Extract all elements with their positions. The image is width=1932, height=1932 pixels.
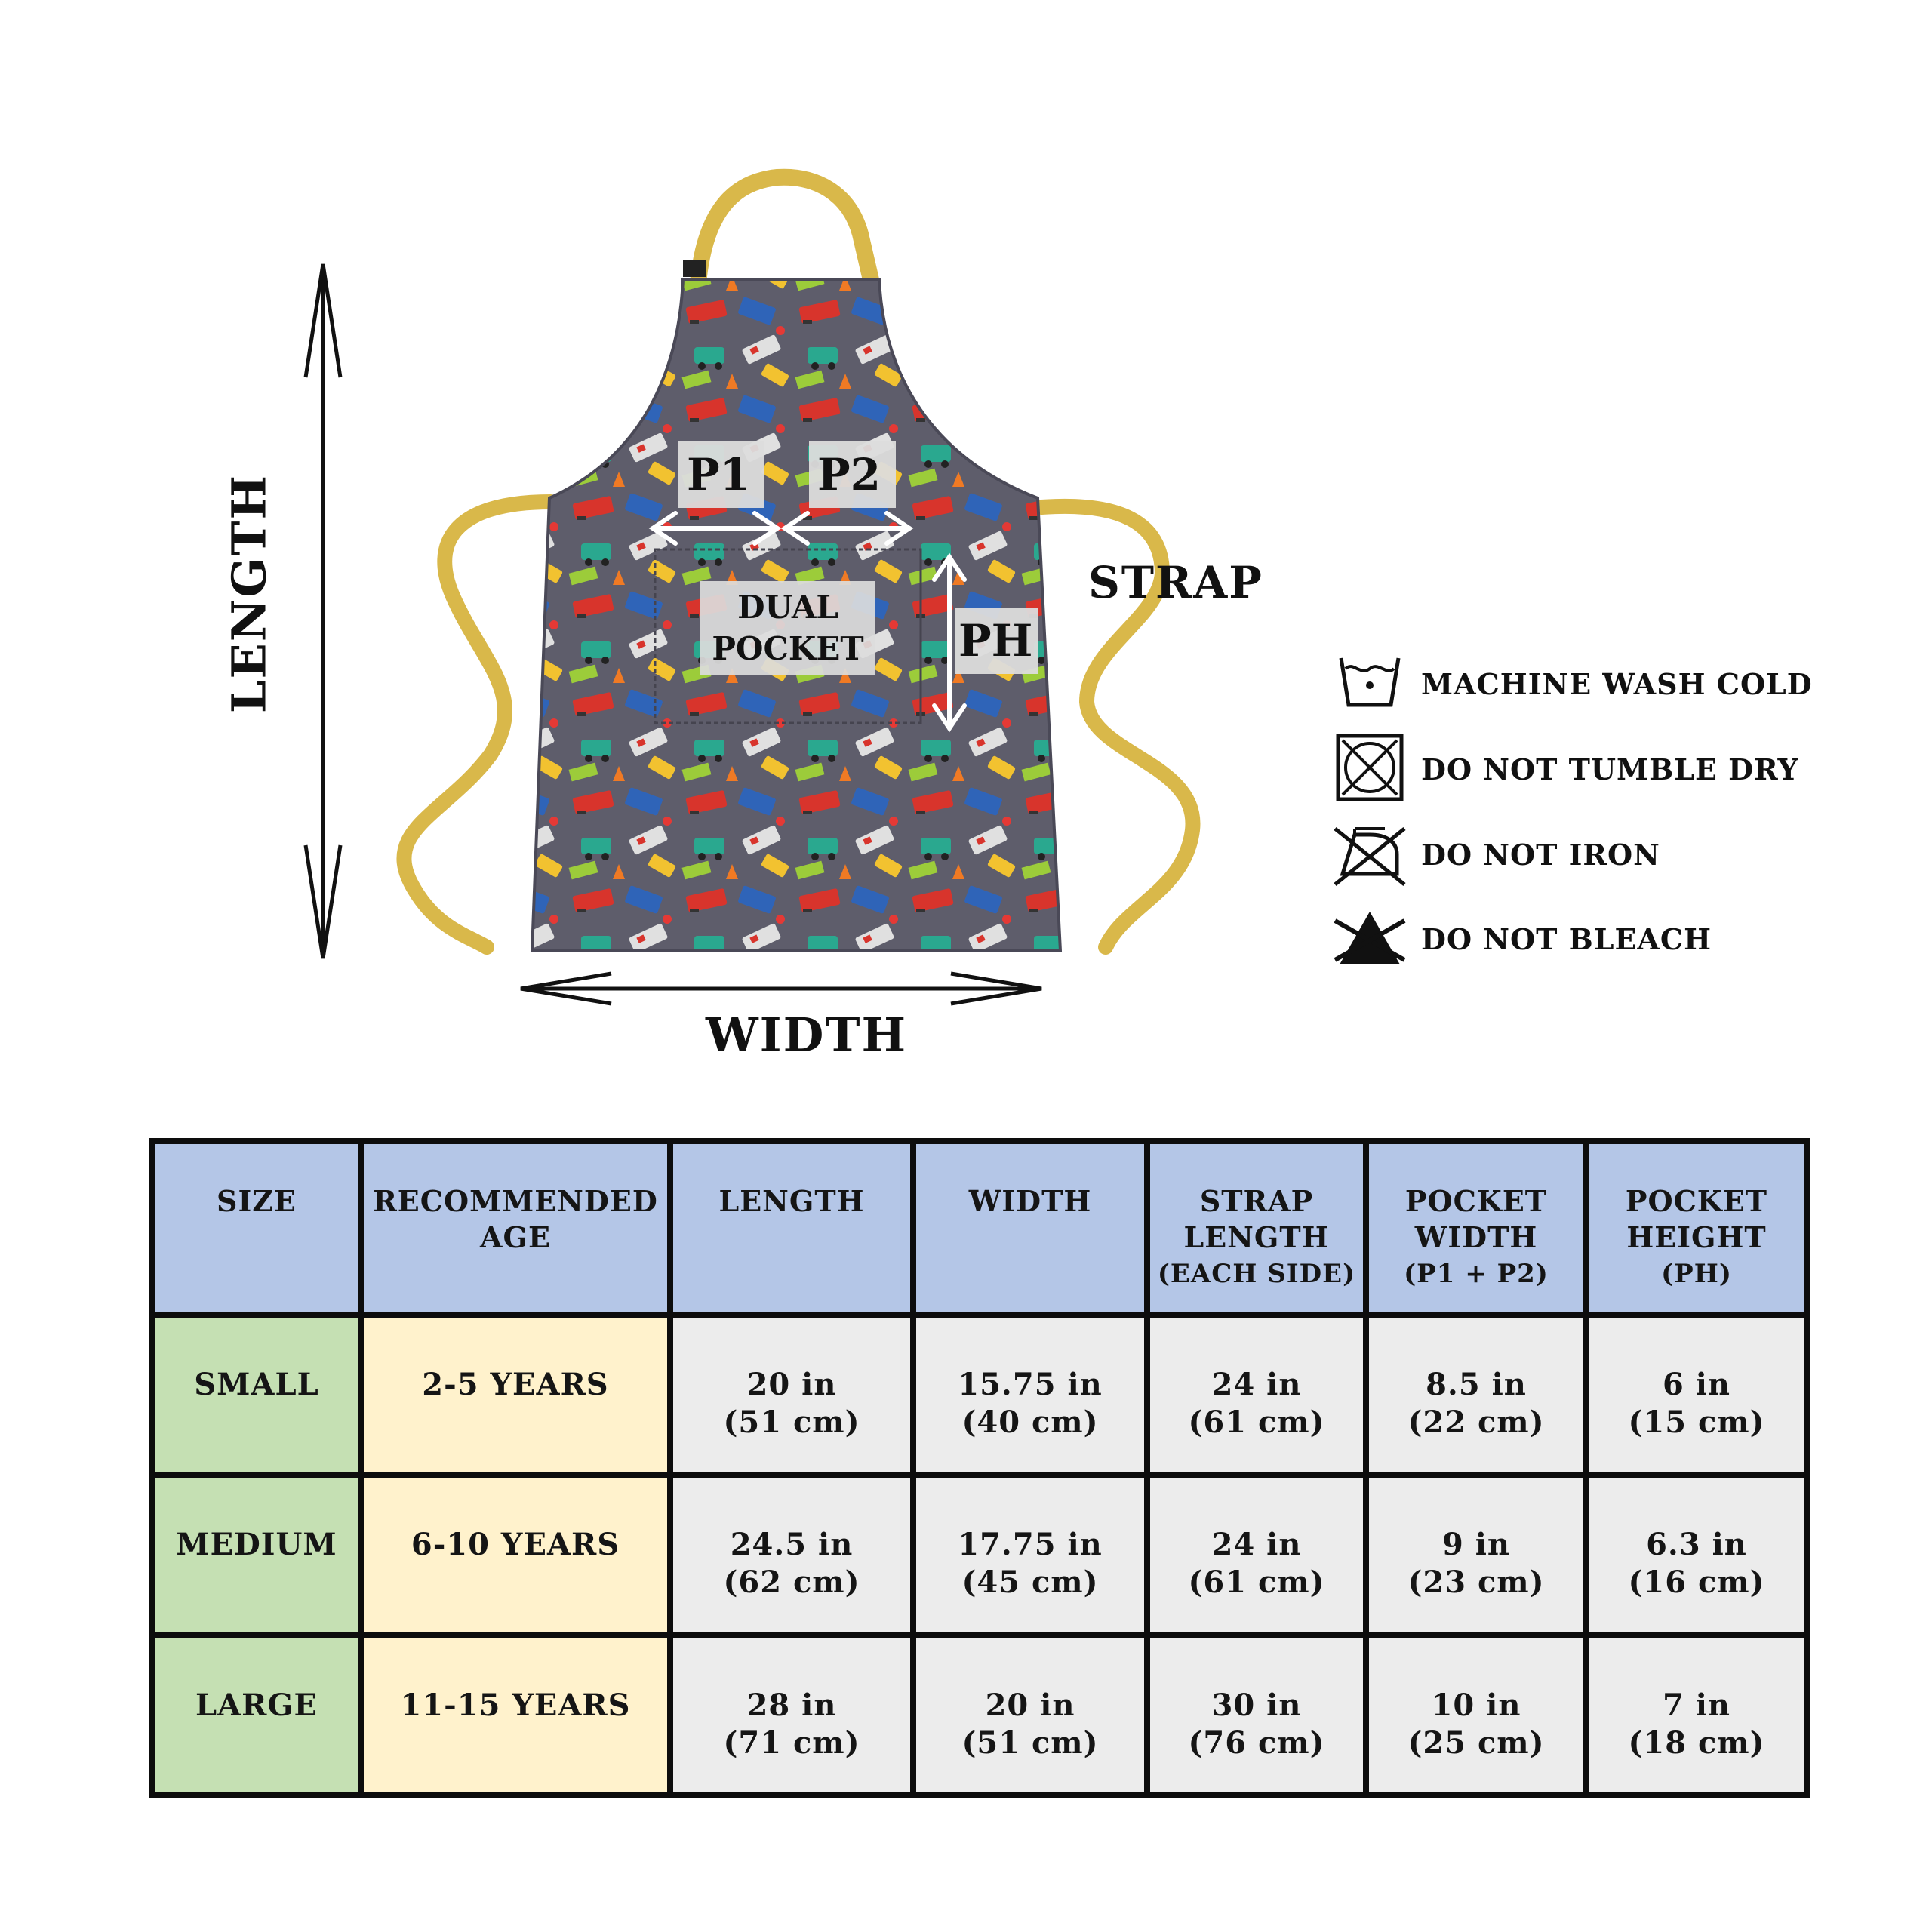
apron-diagram: LENGTH WIDTH STRAP P1 P2 PH DUAL POCKET <box>221 168 1263 1063</box>
neck-strap <box>690 168 880 291</box>
age-cell: 6-10 YEARS <box>358 1472 673 1638</box>
care-text: MACHINE WASH COLD <box>1421 667 1813 701</box>
ph-label-box <box>955 608 1038 674</box>
p1-arrow <box>648 511 782 546</box>
length-cell: 20 in(51 cm) <box>667 1311 916 1478</box>
left-tie-strap <box>396 494 558 955</box>
length-arrow <box>303 263 343 959</box>
width-label: WIDTH <box>706 1008 908 1063</box>
size-cell: MEDIUM <box>149 1472 364 1638</box>
strap-length-cell: 30 in(76 cm) <box>1144 1632 1369 1799</box>
width-cell: 17.75 in(45 cm) <box>910 1472 1150 1638</box>
pocket-width-cell: 8.5 in(22 cm) <box>1363 1311 1589 1478</box>
size-cell: SMALL <box>149 1311 364 1478</box>
strap-label: STRAP <box>1088 557 1263 608</box>
p2-arrow <box>780 511 914 546</box>
header-length: LENGTH <box>667 1138 916 1318</box>
pocket-width-cell: 9 in(23 cm) <box>1363 1472 1589 1638</box>
length-cell: 24.5 in(62 cm) <box>667 1472 916 1638</box>
table-row: SMALL 2-5 YEARS 20 in(51 cm) 15.75 in(40… <box>149 1311 1810 1478</box>
ph-label: PH <box>958 615 1033 666</box>
pocket-outline <box>654 548 922 724</box>
machine-wash-cold-icon <box>1332 649 1407 717</box>
pocket-label-box <box>700 581 875 675</box>
pocket-height-cell: 6 in(15 cm) <box>1583 1311 1810 1478</box>
pocket-height-cell: 7 in(18 cm) <box>1583 1632 1810 1799</box>
header-size: SIZE <box>149 1138 364 1318</box>
pocket-height-cell: 6.3 in(16 cm) <box>1583 1472 1810 1638</box>
pocket-label-line2: POCKET <box>712 630 864 667</box>
do-not-iron-icon <box>1332 820 1407 888</box>
length-label: LENGTH <box>221 473 277 714</box>
care-text: DO NOT TUMBLE DRY <box>1421 752 1799 786</box>
care-item-machine-wash: MACHINE WASH COLD <box>1332 649 1906 717</box>
p1-label: P1 <box>687 449 750 500</box>
width-arrow <box>520 971 1042 1006</box>
age-cell: 2-5 YEARS <box>358 1311 673 1478</box>
do-not-tumble-dry-icon <box>1332 734 1407 802</box>
care-item-no-bleach: DO NOT BLEACH <box>1332 904 1906 972</box>
care-text: DO NOT IRON <box>1421 838 1660 872</box>
care-text: DO NOT BLEACH <box>1421 922 1712 956</box>
ph-arrow <box>932 552 967 733</box>
care-item-no-tumble: DO NOT TUMBLE DRY <box>1332 734 1906 802</box>
p1-label-box <box>678 441 764 508</box>
table-row: LARGE 11-15 YEARS 28 in(71 cm) 20 in(51 … <box>149 1632 1810 1799</box>
width-cell: 20 in(51 cm) <box>910 1632 1150 1799</box>
table-row: MEDIUM 6-10 YEARS 24.5 in(62 cm) 17.75 i… <box>149 1472 1810 1638</box>
pocket-label-line1: DUAL <box>737 589 838 626</box>
do-not-bleach-icon <box>1332 904 1407 972</box>
header-width: WIDTH <box>910 1138 1150 1318</box>
p2-label: P2 <box>817 449 881 500</box>
p2-label-box <box>809 441 896 508</box>
right-tie-strap <box>1034 498 1201 955</box>
strap-buckle <box>683 260 706 277</box>
size-cell: LARGE <box>149 1632 364 1799</box>
pocket-width-cell: 10 in(25 cm) <box>1363 1632 1589 1799</box>
strap-length-cell: 24 in(61 cm) <box>1144 1472 1369 1638</box>
strap-length-cell: 24 in(61 cm) <box>1144 1311 1369 1478</box>
length-cell: 28 in(71 cm) <box>667 1632 916 1799</box>
age-cell: 11-15 YEARS <box>358 1632 673 1799</box>
care-item-no-iron: DO NOT IRON <box>1332 820 1906 888</box>
apron-illustration <box>303 168 1201 1006</box>
width-cell: 15.75 in(40 cm) <box>910 1311 1150 1478</box>
